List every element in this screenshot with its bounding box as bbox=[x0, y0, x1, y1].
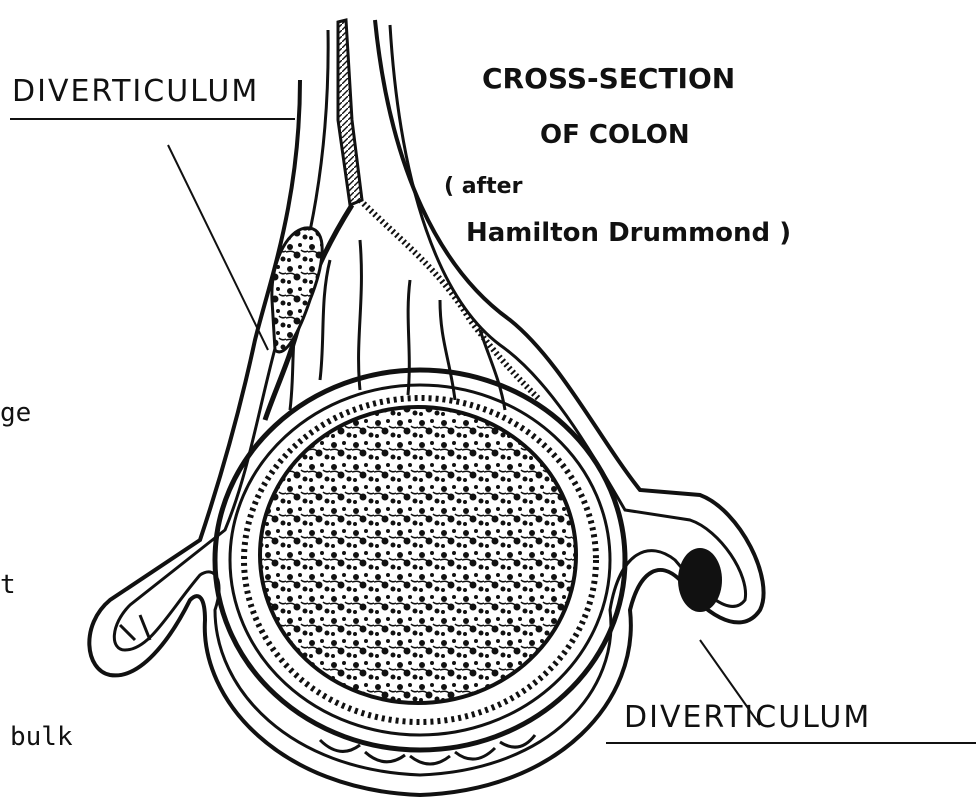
pointer-upper bbox=[168, 145, 268, 350]
label-diverticulum-top: DIVERTICULUM bbox=[12, 74, 259, 109]
colon-lumen-contents bbox=[260, 407, 576, 703]
vessel-stem bbox=[338, 20, 362, 205]
left-pouch-folds bbox=[120, 615, 150, 640]
diverticulum-right-sac bbox=[678, 548, 722, 612]
diagram-title-line1: CROSS-SECTION bbox=[482, 62, 735, 95]
margin-fragment-3: bulk bbox=[10, 722, 73, 752]
label-bottom-underline bbox=[606, 742, 976, 744]
credit-line2: Hamilton Drummond ) bbox=[466, 218, 791, 248]
margin-fragment-1: ge bbox=[0, 398, 31, 428]
margin-fragment-2: t bbox=[0, 570, 16, 600]
diagram-title-line2: OF COLON bbox=[540, 120, 690, 150]
credit-line1: ( after bbox=[444, 174, 522, 199]
label-top-underline bbox=[10, 118, 295, 120]
label-diverticulum-bottom: DIVERTICULUM bbox=[624, 700, 871, 735]
vasa-recta bbox=[290, 240, 505, 410]
